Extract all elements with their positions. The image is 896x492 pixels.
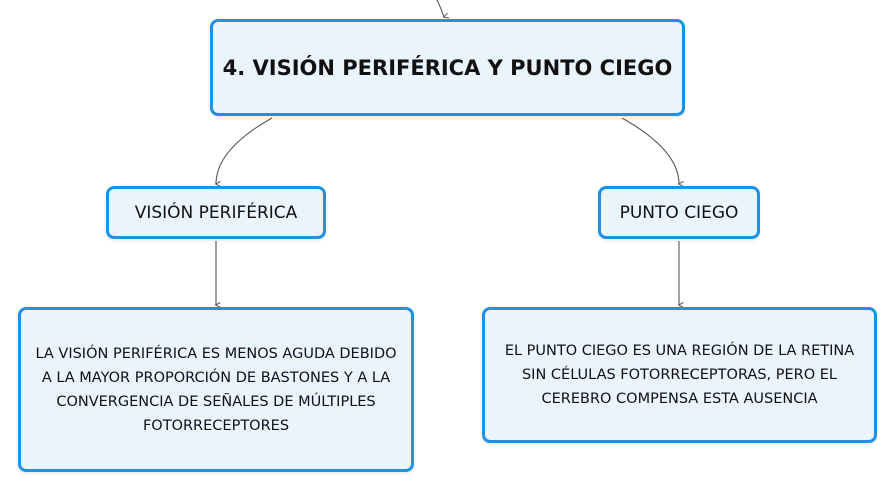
connector-incoming-root	[436, 0, 444, 17]
subtopic-punto-ciego-text: EL PUNTO CIEGO ES UNA REGIÓN DE LA RETIN…	[504, 343, 855, 407]
connector-root-to-punto-ciego	[621, 117, 679, 184]
topic-punto-ciego-label: PUNTO CIEGO	[619, 202, 739, 223]
connector-root-to-vision-periferica	[216, 117, 273, 184]
topic-vision-periferica[interactable]: VISIÓN PERIFÉRICA	[106, 186, 326, 239]
root-topic[interactable]: 4. VISIÓN PERIFÉRICA Y PUNTO CIEGO	[210, 19, 685, 116]
subtopic-vision-periferica-detail[interactable]: LA VISIÓN PERIFÉRICA ES MENOS AGUDA DEBI…	[18, 307, 414, 472]
subtopic-vision-periferica-text: LA VISIÓN PERIFÉRICA ES MENOS AGUDA DEBI…	[35, 345, 397, 434]
topic-vision-periferica-label: VISIÓN PERIFÉRICA	[134, 202, 298, 223]
subtopic-punto-ciego-detail[interactable]: EL PUNTO CIEGO ES UNA REGIÓN DE LA RETIN…	[482, 307, 877, 443]
root-topic-label: 4. VISIÓN PERIFÉRICA Y PUNTO CIEGO	[222, 55, 673, 80]
topic-punto-ciego[interactable]: PUNTO CIEGO	[598, 186, 760, 239]
